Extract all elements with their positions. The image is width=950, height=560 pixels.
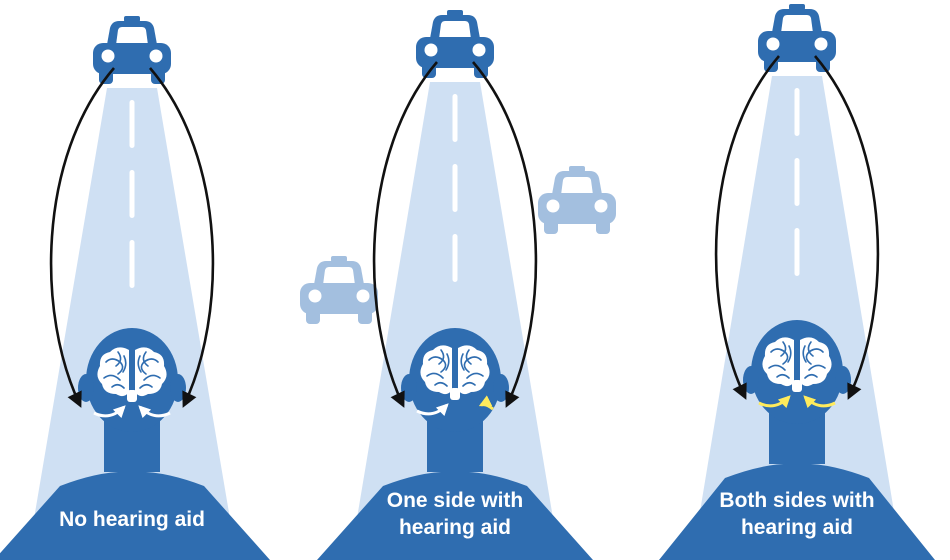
brain-icon — [97, 347, 167, 402]
sound-arrow-left — [49, 67, 115, 408]
lane-dash — [452, 94, 458, 142]
car-icon — [93, 16, 171, 84]
distant-car-icon — [300, 256, 378, 324]
sound-beam — [27, 88, 237, 560]
ear-to-brain-arrow-right — [138, 405, 171, 419]
ear-to-brain-arrow-right — [478, 395, 494, 411]
sound-arrow-right — [814, 55, 880, 400]
car-icon — [416, 10, 494, 78]
panel-caption: Both sides with hearing aid — [687, 487, 907, 541]
ear-to-brain-arrow-left — [93, 405, 126, 419]
caption-line: hearing aid — [740, 516, 854, 539]
sound-beam — [350, 82, 560, 560]
panels — [0, 4, 935, 560]
lane-dash — [452, 164, 458, 212]
brain-icon — [420, 345, 490, 400]
lane-dash — [794, 88, 800, 136]
sound-arrow-left — [714, 55, 780, 400]
distant-car-icon — [538, 166, 616, 234]
lane-dash — [794, 228, 800, 276]
caption-line: No hearing aid — [59, 508, 205, 531]
caption-line: hearing aid — [398, 516, 512, 539]
sound-arrow-right — [149, 67, 215, 408]
caption-line: Both sides with — [719, 489, 875, 512]
brain-icon — [762, 337, 832, 392]
lane-dash — [129, 170, 135, 218]
distant-cars — [300, 166, 616, 324]
sound-arrow-right — [472, 61, 538, 408]
sound-arrow-left — [372, 61, 438, 408]
ear-to-brain-arrow-right — [803, 395, 836, 409]
lane-dash — [129, 100, 135, 148]
panel-caption: One side with hearing aid — [345, 487, 565, 541]
panel-no-aid — [0, 16, 270, 560]
sound-beam — [692, 76, 902, 560]
lane-dash — [452, 234, 458, 282]
panel-both-sides — [659, 4, 935, 560]
car-icon — [758, 4, 836, 72]
lane-dash — [794, 158, 800, 206]
panel-one-side — [317, 10, 593, 560]
ear-to-brain-arrow-left — [758, 395, 791, 409]
caption-line: One side with — [386, 489, 524, 512]
lane-dash — [129, 240, 135, 288]
ear-to-brain-arrow-left — [416, 403, 449, 417]
panel-caption: No hearing aid — [22, 506, 242, 533]
